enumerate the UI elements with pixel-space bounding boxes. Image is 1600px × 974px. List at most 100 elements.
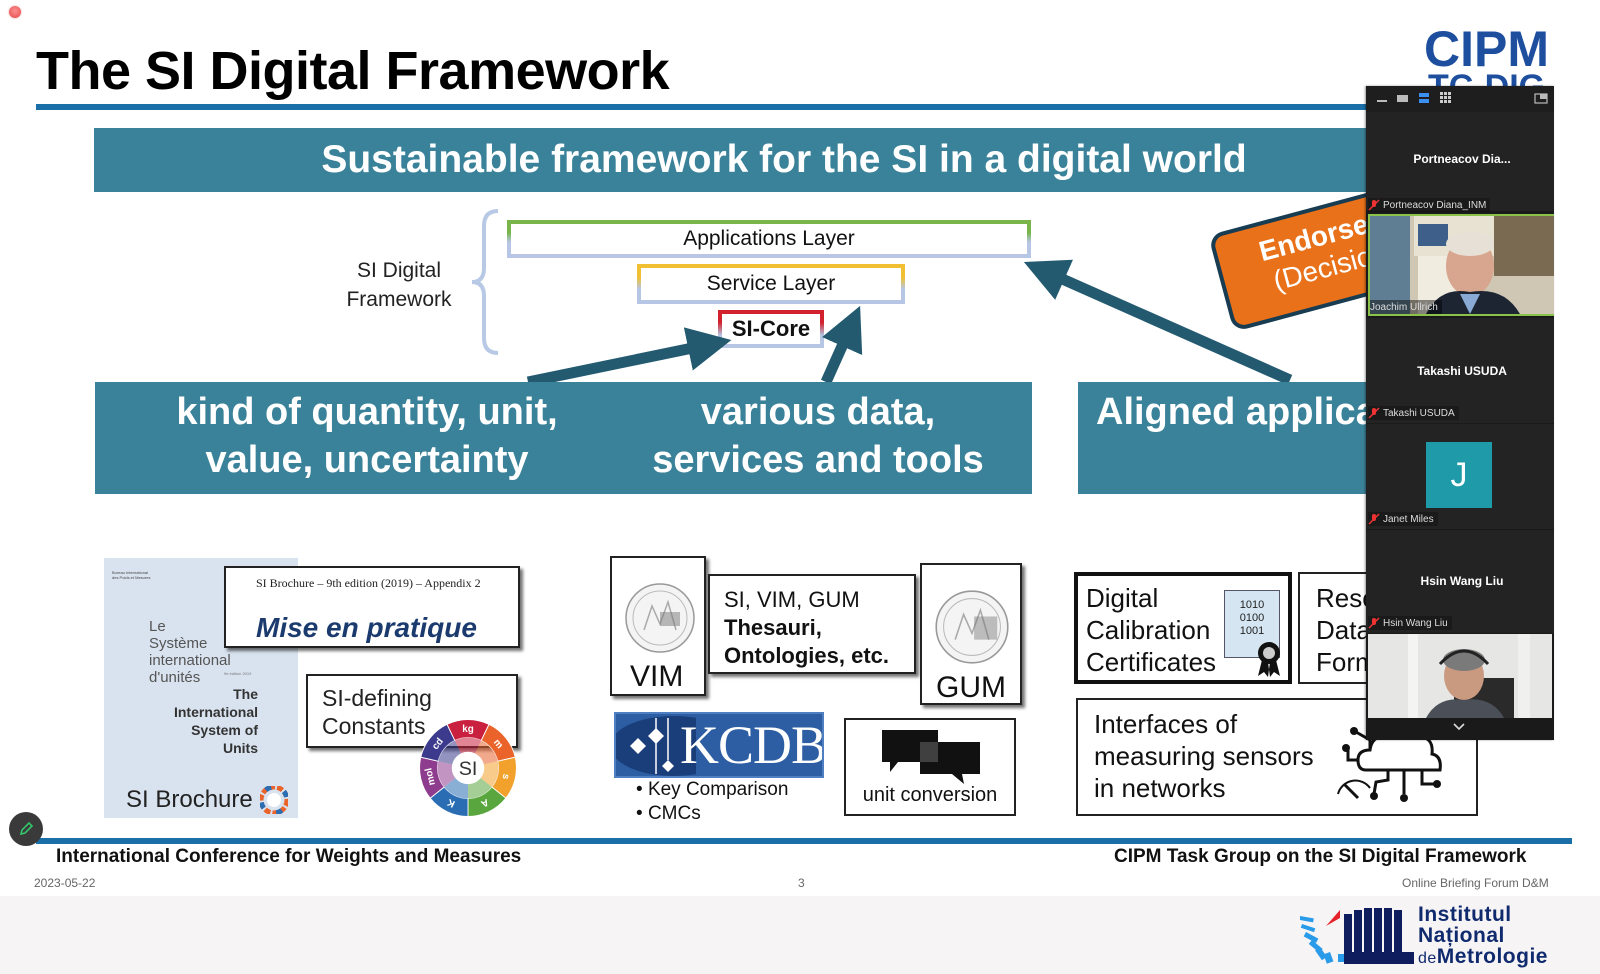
panel-toolbar xyxy=(1366,86,1554,112)
kcdb-item-text: CMCs xyxy=(647,803,701,824)
arrow-to-applications-layer xyxy=(1023,259,1293,386)
category-quantity-unit: kind of quantity, unit, value, uncertain… xyxy=(95,382,639,494)
participant-tile[interactable]: Hsin Wang Liu Hsin Wang Liu xyxy=(1366,530,1554,634)
gallery-view-icon[interactable] xyxy=(1440,92,1452,104)
category-aligned-applications: Aligned applica xyxy=(1078,382,1408,494)
gum-document: GUM xyxy=(920,563,1022,705)
mise-title: Mise en pratique xyxy=(256,612,477,643)
mise-en-pratique-card: SI Brochure – 9th edition (2019) – Appen… xyxy=(224,566,520,648)
binary-line: 0100 xyxy=(1239,612,1265,624)
binary-line: 1001 xyxy=(1239,625,1265,637)
si-wheel-constant-segment xyxy=(454,737,482,754)
si-wheel-unit-label: A xyxy=(479,796,490,809)
video-feed-joachim xyxy=(1370,216,1554,314)
digital-calibration-certificates-card: Digital Calibration Certificates 1010 01… xyxy=(1074,572,1292,684)
participant-video: Joachim Ullrich xyxy=(1368,214,1554,316)
vim-label: VIM xyxy=(630,660,684,693)
participant-label: Joachim Ullrich xyxy=(1370,300,1442,314)
annotate-pen-button[interactable] xyxy=(9,812,43,846)
thesauri-line: Thesauri, xyxy=(724,615,822,640)
constants-line: Constants xyxy=(322,713,426,739)
kcdb-list-item: • Key Comparison xyxy=(636,779,789,800)
certificate-icon: 1010 0100 1001 xyxy=(1224,590,1284,678)
thesauri-text: SI, VIM, GUM Thesauri, Ontologies, etc. xyxy=(724,586,889,670)
thesauri-card: SI, VIM, GUM Thesauri, Ontologies, etc. xyxy=(708,574,916,674)
si-wheel-center xyxy=(451,751,485,785)
service-layer: Service Layer xyxy=(637,264,905,304)
chat-bubbles-icon xyxy=(882,730,980,784)
unit-conversion-label: unit conversion xyxy=(862,784,998,806)
category-line: kind of quantity, unit, xyxy=(176,391,558,433)
category-data-services: various data, services and tools xyxy=(604,382,1032,494)
kcdb-list: • Key Comparison • CMCs xyxy=(636,778,788,826)
participant-name: Takashi USUDA xyxy=(1383,407,1455,419)
participants-panel[interactable]: Portneacov Dia... Portneacov Diana_INM J… xyxy=(1366,86,1554,740)
participant-tile[interactable]: J Janet Miles xyxy=(1366,424,1554,530)
cover-line: Le xyxy=(149,618,166,635)
si-wheel-unit-label: mol xyxy=(423,767,438,787)
kcdb-list-item: • CMCs xyxy=(636,803,701,824)
kcdb-item-text: Key Comparison xyxy=(647,779,789,800)
minimize-icon[interactable] xyxy=(1376,92,1388,104)
si-wheel-unit-label: s xyxy=(499,773,511,781)
participant-display-name: Hsin Wang Liu xyxy=(1420,574,1504,588)
kcdb-diamond-icon xyxy=(616,716,696,776)
si-defining-constants-card: SI-defining Constants xyxy=(306,674,518,748)
participant-name: Portneacov Diana_INM xyxy=(1383,199,1487,211)
si-wheel-constant-segment xyxy=(480,761,499,788)
mic-muted-icon xyxy=(1368,407,1380,419)
title-divider xyxy=(36,104,1536,110)
inm-de: de xyxy=(1418,950,1437,967)
footer-divider xyxy=(36,838,1572,844)
recording-indicator-icon xyxy=(9,6,21,18)
category-line: Aligned applica xyxy=(1096,391,1377,433)
dcc-line: Digital xyxy=(1086,583,1159,613)
si-wheel-center-label: SI xyxy=(459,758,478,780)
participant-label: Janet Miles xyxy=(1368,512,1438,526)
participant-name: Hsin Wang Liu xyxy=(1383,617,1448,629)
participant-tile-active-speaker[interactable]: Joachim Ullrich xyxy=(1366,212,1554,318)
footer-task-group: CIPM Task Group on the SI Digital Framew… xyxy=(1114,846,1527,867)
cover-line: System of xyxy=(191,722,258,738)
unit-conversion-card: unit conversion xyxy=(844,718,1016,816)
popout-icon[interactable] xyxy=(1534,92,1548,104)
video-feed-participant xyxy=(1368,634,1552,718)
thumbnail-view-icon[interactable] xyxy=(1396,92,1410,104)
bipm-seal-icon xyxy=(625,583,695,653)
si-wheel-constant-segment xyxy=(438,740,461,765)
mic-muted-icon xyxy=(1368,617,1380,629)
applications-layer: Applications Layer xyxy=(507,220,1031,258)
cover-english-title: The International System of Units xyxy=(134,685,258,757)
participant-tile[interactable] xyxy=(1366,634,1554,740)
mise-caption: SI Brochure – 9th edition (2019) – Appen… xyxy=(256,576,481,590)
si-core-layer: SI-Core xyxy=(718,310,824,348)
inm-line: Institutul xyxy=(1418,903,1512,926)
brace-icon xyxy=(471,209,499,355)
participant-label: Takashi USUDA xyxy=(1368,406,1459,420)
iface-line: in networks xyxy=(1094,773,1226,803)
slide-title: The SI Digital Framework xyxy=(36,41,670,101)
rdf-line: Data xyxy=(1316,615,1371,645)
participant-tile[interactable]: Portneacov Dia... Portneacov Diana_INM xyxy=(1366,112,1554,212)
arrow-to-service-layer xyxy=(820,305,863,385)
mic-muted-icon xyxy=(1368,513,1380,525)
si-wheel-constant-segment xyxy=(444,778,468,799)
cipm-logo: CIPM xyxy=(1424,21,1549,77)
thesauri-line: SI, VIM, GUM xyxy=(724,587,860,612)
award-ribbon-icon xyxy=(1258,642,1280,677)
footer-forum: Online Briefing Forum D&M xyxy=(1402,876,1549,890)
dcc-text: Digital Calibration Certificates xyxy=(1086,582,1216,678)
speaker-view-icon[interactable] xyxy=(1418,92,1430,104)
chevron-down-icon[interactable] xyxy=(1452,722,1466,732)
kcdb-logo: KCDB xyxy=(614,712,824,778)
binary-line: 1010 xyxy=(1239,599,1265,611)
si-wheel-unit-label: K xyxy=(445,796,457,809)
constants-line: SI-defining xyxy=(322,685,432,711)
cover-line: The xyxy=(233,686,258,702)
participant-label: Hsin Wang Liu xyxy=(1368,616,1452,630)
iface-line: measuring sensors xyxy=(1094,741,1314,771)
footer-conference: International Conference for Weights and… xyxy=(56,846,522,867)
gum-label: GUM xyxy=(936,671,1006,704)
slide-number: 3 xyxy=(798,876,805,890)
participant-tile[interactable]: Takashi USUDA Takashi USUDA xyxy=(1366,318,1554,424)
